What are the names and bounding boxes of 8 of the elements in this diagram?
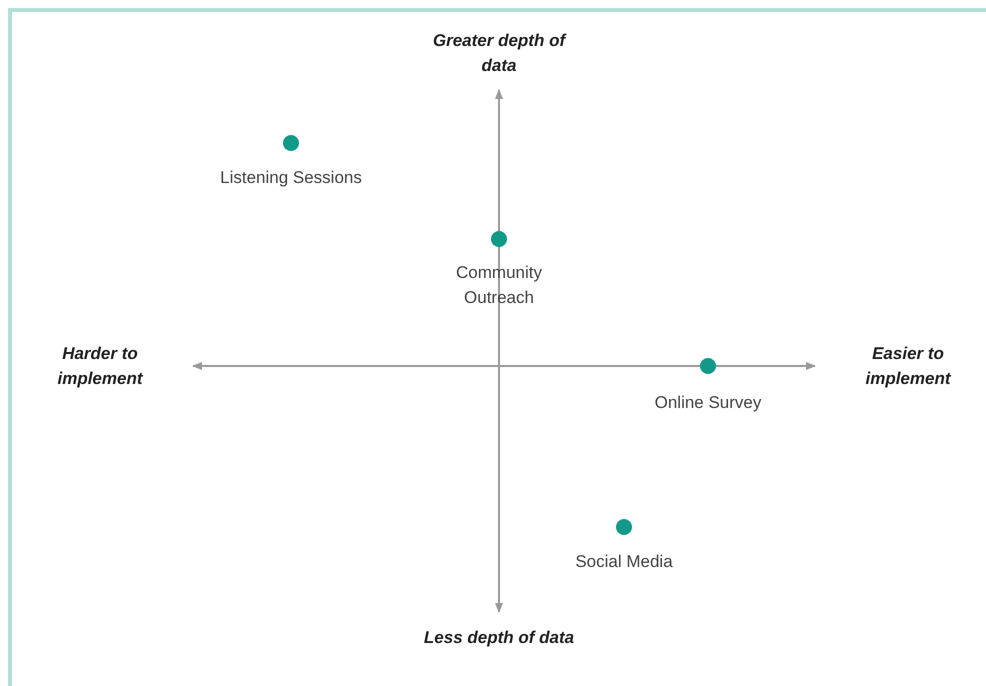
axis-label: Greater depth of data [432, 30, 568, 77]
point-label: Community Outreach [455, 262, 543, 309]
axis-label: Harder to implement [56, 343, 144, 390]
point-label: Online Survey [654, 392, 762, 414]
point-label: Social Media [574, 551, 674, 573]
point-label: Listening Sessions [219, 167, 363, 189]
axis-label: Easier to implement [864, 343, 952, 390]
axis-label: Less depth of data [422, 627, 576, 649]
